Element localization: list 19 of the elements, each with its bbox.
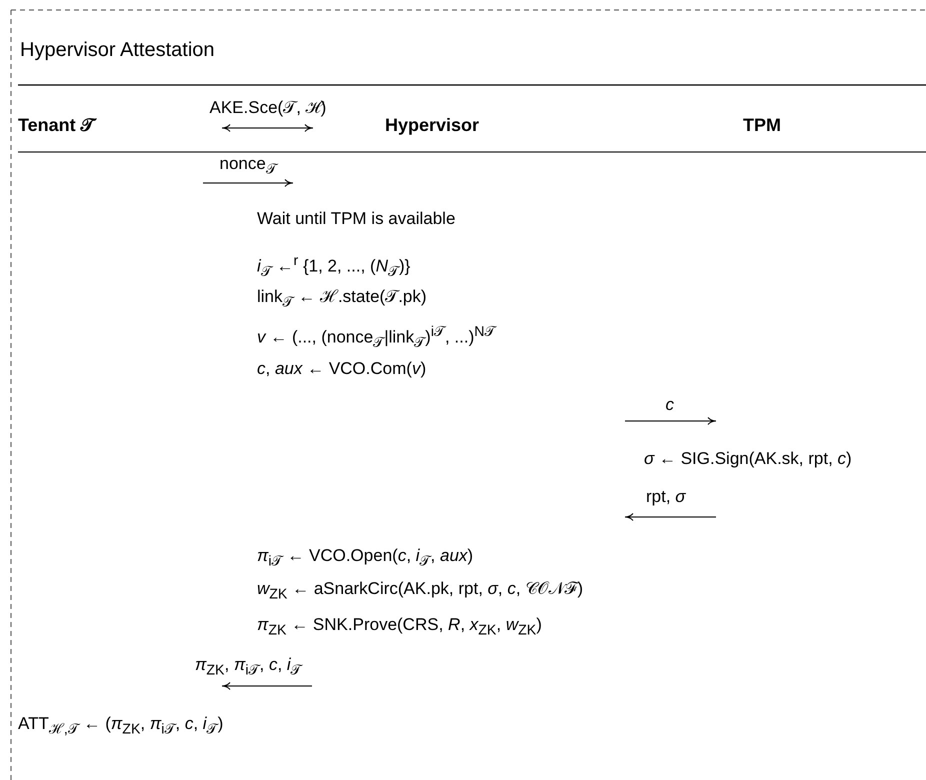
- formula: c, aux ← VCO.Com(v): [257, 358, 426, 380]
- diagram-title: Hypervisor Attestation: [20, 38, 215, 62]
- message-label: π$_{ZK}$, π$_{i𝒯}$, c, i$_{𝒯}$: [195, 654, 302, 680]
- formula: ATT$_{ℋ,𝒯}$ ← (π$_{ZK}$, π$_{i𝒯}$, c, i$_{𝒯}$): [18, 713, 224, 740]
- message-label: rpt, σ: [646, 486, 686, 508]
- step-text: Wait until TPM is available: [257, 208, 456, 230]
- message-label: AKE.Sce(𝒯, ℋ): [210, 97, 326, 119]
- party-header: Tenant 𝒯: [18, 114, 95, 136]
- formula: w$_{ZK}$ ← aSnarkCirc(AK.pk, rpt, σ, c, 𝒞𝒪𝒩ℱ): [257, 578, 583, 604]
- party-header: Hypervisor: [385, 114, 480, 136]
- message-label: c: [666, 394, 674, 416]
- formula: link$_{𝒯}$ ← ℋ.state(𝒯.pk): [257, 286, 427, 312]
- message-label: nonce$_{𝒯}$: [220, 153, 277, 180]
- party-header: TPM: [743, 114, 781, 136]
- formula: v ← (..., (nonce$_{𝒯}$|link$_{𝒯}$)$^{i𝒯}$, ...)$^{N𝒯}$: [257, 323, 496, 354]
- formula: σ ← SIG.Sign(AK.sk, rpt, c): [644, 448, 852, 470]
- formula: π$_{ZK}$ ← SNK.Prove(CRS, R, x$_{ZK}$, w$_{ZK}$): [257, 614, 542, 640]
- formula: π$_{i𝒯}$ ← VCO.Open(c, i$_{𝒯}$, aux): [257, 545, 474, 572]
- formula: i$_{𝒯}$ ←$^{r}$ {1, 2, ..., (N$_{𝒯}$)}: [257, 252, 410, 282]
